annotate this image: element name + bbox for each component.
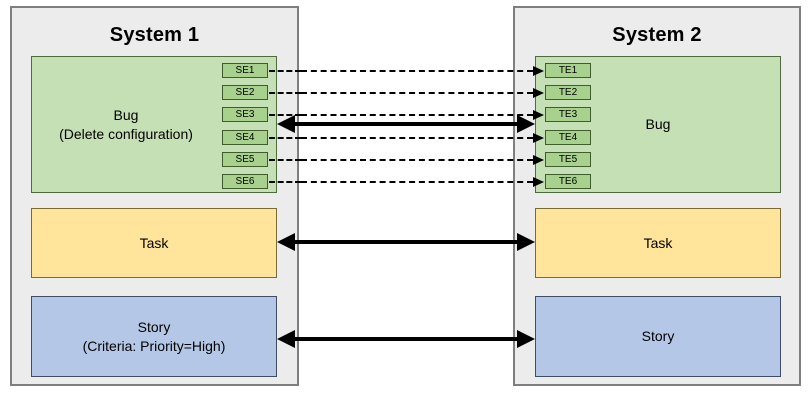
connector-bug-link-arrowhead-right — [517, 115, 535, 133]
system-1-task-box[interactable]: Task — [31, 208, 277, 278]
connector-field-4-stub-left — [269, 137, 301, 139]
connector-field-1 — [301, 70, 533, 72]
field-chip-se6[interactable]: SE6 — [222, 174, 268, 189]
connector-field-1-stub-left — [269, 70, 301, 72]
field-chip-te5[interactable]: TE5 — [545, 152, 591, 167]
system-2-task-box[interactable]: Task — [535, 208, 781, 278]
connector-field-4 — [301, 137, 533, 139]
system-2-story-box[interactable]: Story — [535, 296, 781, 377]
connector-field-5 — [301, 159, 533, 161]
field-chip-se2[interactable]: SE2 — [222, 85, 268, 100]
connector-field-2 — [301, 92, 533, 94]
system-2-title: System 2 — [612, 24, 702, 46]
connector-field-6-arrowhead — [533, 177, 544, 187]
connector-story-link-arrowhead-left — [277, 330, 295, 348]
connector-story-link — [295, 337, 517, 341]
system-1-story-box[interactable]: Story (Criteria: Priority=High) — [31, 296, 277, 377]
connector-bug-link — [295, 122, 517, 126]
field-chip-se3[interactable]: SE3 — [222, 107, 268, 122]
field-chip-se1[interactable]: SE1 — [222, 63, 268, 78]
field-chip-se4[interactable]: SE4 — [222, 130, 268, 145]
system-1-story-label: Story (Criteria: Priority=High) — [82, 318, 226, 354]
connector-task-link-arrowhead-left — [277, 233, 295, 251]
field-chip-se5[interactable]: SE5 — [222, 152, 268, 167]
connector-task-link-arrowhead-right — [517, 233, 535, 251]
connector-field-5-stub-left — [269, 159, 301, 161]
field-chip-te2[interactable]: TE2 — [545, 85, 591, 100]
connector-field-2-stub-left — [269, 92, 301, 94]
connector-field-3-arrowhead — [533, 110, 544, 120]
connector-bug-link-arrowhead-left — [277, 115, 295, 133]
connector-field-5-arrowhead — [533, 155, 544, 165]
system-1-bug-box[interactable]: Bug (Delete configuration) — [31, 56, 277, 193]
connector-field-4-arrowhead — [533, 133, 544, 143]
connector-field-6-stub-left — [269, 181, 301, 183]
system-2-task-label: Task — [643, 234, 673, 251]
field-chip-te4[interactable]: TE4 — [545, 130, 591, 145]
system-1-title: System 1 — [109, 24, 200, 46]
system-1-bug-label: Bug (Delete configuration) — [59, 106, 193, 142]
system-1-task-label: Task — [139, 234, 169, 251]
connector-task-link — [295, 240, 517, 244]
system-2-bug-label: Bug — [645, 116, 671, 133]
connector-field-1-arrowhead — [533, 66, 544, 76]
system-2-bug-box[interactable]: Bug — [535, 56, 781, 193]
connector-field-3 — [301, 114, 533, 116]
connector-field-2-arrowhead — [533, 88, 544, 98]
system-2-story-label: Story — [641, 328, 675, 345]
connector-field-6 — [301, 181, 533, 183]
field-chip-te3[interactable]: TE3 — [545, 107, 591, 122]
field-chip-te6[interactable]: TE6 — [545, 174, 591, 189]
field-chip-te1[interactable]: TE1 — [545, 63, 591, 78]
connector-story-link-arrowhead-right — [517, 330, 535, 348]
